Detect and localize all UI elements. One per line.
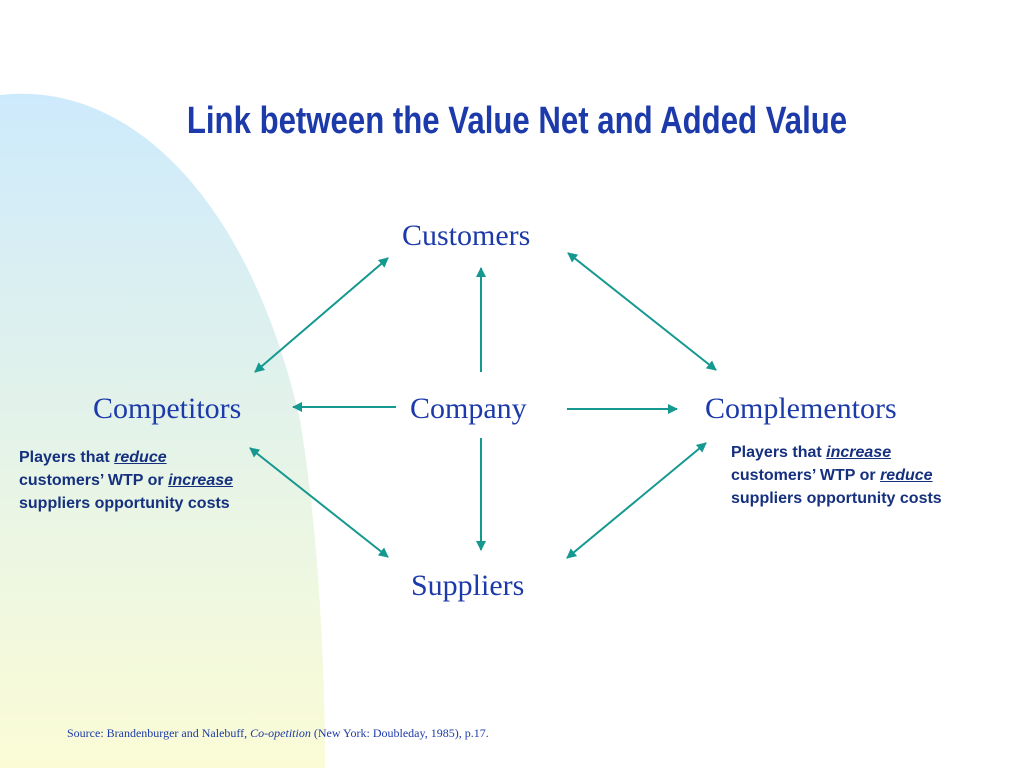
arrow-competitors-suppliers [249,447,389,558]
competitors-desc-line1: Players that reduce [19,446,233,469]
competitors-desc-emphasis: increase [168,472,234,489]
complementors-desc-line3: suppliers opportunity costs [731,490,942,507]
node-company: Company [410,392,527,425]
source-work-title: Co-opetition [250,726,311,740]
competitors-desc-text: Players that [19,449,115,466]
competitors-desc-text: customers’ WTP or [19,472,169,489]
node-complementors: Complementors [705,392,897,425]
competitors-desc-line3: suppliers opportunity costs [19,495,230,512]
complementors-description: Players that increase customers’ WTP or … [731,441,942,510]
complementors-desc-line1: Players that increase [731,441,942,464]
complementors-desc-line2: customers’ WTP or reduce [731,464,942,487]
node-competitors: Competitors [93,392,242,425]
complementors-desc-emphasis: increase [826,444,892,461]
node-suppliers: Suppliers [411,569,525,602]
source-prefix: Source: Brandenburger and Nalebuff, [67,726,251,740]
arrow-complementors-suppliers [566,442,707,559]
competitors-desc-emphasis: reduce [114,449,167,466]
complementors-desc-text: Players that [731,444,827,461]
node-customers: Customers [402,219,531,252]
complementors-desc-emphasis: reduce [880,467,933,484]
source-citation: Source: Brandenburger and Nalebuff, Co-o… [67,726,489,741]
arrow-customers-complementors [567,252,717,371]
competitors-description: Players that reduce customers’ WTP or in… [19,446,233,515]
source-suffix: (New York: Doubleday, 1985), p.17. [310,726,489,740]
arrow-customers-competitors [254,257,389,373]
complementors-desc-text: customers’ WTP or [731,467,881,484]
slide-title: Link between the Value Net and Added Val… [186,100,848,142]
competitors-desc-line2: customers’ WTP or increase [19,469,233,492]
